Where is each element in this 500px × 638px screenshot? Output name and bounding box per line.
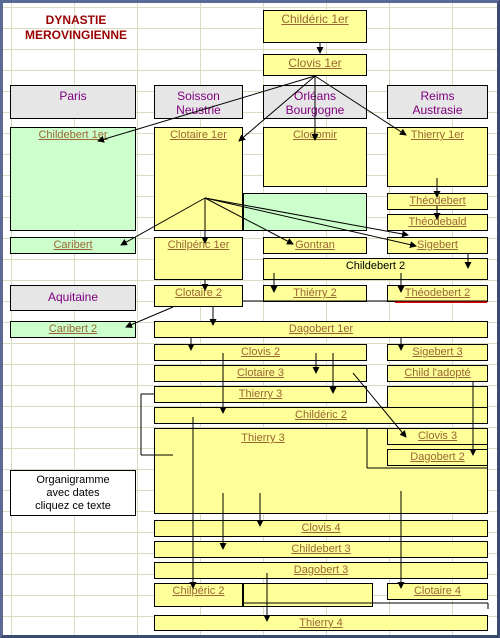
king-clotaire-2[interactable]: Clotaire 2	[154, 285, 243, 307]
organigramme-line-1: Organigramme	[36, 474, 110, 486]
king-sigebert[interactable]: Sigebert	[387, 237, 488, 254]
orleans-green-block	[243, 193, 367, 231]
king-clovis-4[interactable]: Clovis 4	[154, 520, 488, 537]
king-dagobert-2[interactable]: Dagobert 2	[387, 449, 488, 466]
king-thierry-1er[interactable]: Thierry 1er	[387, 127, 488, 187]
king-chilperic-2[interactable]: Chilpéric 2	[154, 583, 243, 607]
king-dagobert-1er[interactable]: Dagobert 1er	[154, 321, 488, 338]
region-aquitaine: Aquitaine	[10, 285, 136, 311]
king-childebert-2: Childebert 2	[263, 258, 488, 280]
king-sigebert-3[interactable]: Sigebert 3	[387, 344, 488, 361]
king-caribert-2[interactable]: Caribert 2	[10, 321, 136, 338]
region-paris: Paris	[10, 85, 136, 119]
diagram-title: DYNASTIE MEROVINGIENNE	[13, 13, 139, 43]
king-child-l-adopte[interactable]: Child l'adopté	[387, 365, 488, 382]
king-childeric-2[interactable]: Childéric 2	[154, 407, 488, 424]
king-clovis-1er[interactable]: Clovis 1er	[263, 54, 367, 76]
organigramme-line-2: avec dates	[46, 487, 100, 499]
region-soisson-line-1: Soisson	[177, 89, 220, 103]
king-dagobert-3[interactable]: Dagobert 3	[154, 562, 488, 579]
region-reims-line-1: Reims	[420, 89, 455, 103]
king-thierry-4[interactable]: Thierry 4	[154, 615, 488, 631]
king-chilperic-1er[interactable]: Chilpéric 1er	[154, 237, 243, 280]
king-clotaire-4[interactable]: Clotaire 4	[387, 583, 488, 600]
soisson-territory-block	[154, 127, 243, 231]
paris-territory-block	[10, 127, 136, 231]
king-childebert-1er[interactable]: Childebert 1er	[38, 129, 108, 141]
king-clovis-3[interactable]: Clovis 3	[387, 428, 488, 445]
title-line-2: MEROVINGIENNE	[24, 28, 127, 42]
king-caribert[interactable]: Caribert	[10, 237, 136, 254]
king-thierry-3-first[interactable]: Thierry 3	[154, 386, 367, 403]
region-reims-austrasie: Reims Austrasie	[387, 85, 488, 119]
organigramme-link-box[interactable]: Organigramme avec dates cliquez ce texte	[10, 470, 136, 516]
king-clotaire-1er[interactable]: Clotaire 1er	[170, 129, 227, 141]
organigramme-line-3: cliquez ce texte	[35, 500, 111, 512]
theodebert-2-red-underline	[395, 301, 487, 303]
king-childeric-1er[interactable]: Childéric 1er	[263, 10, 367, 43]
title-line-1: DYNASTIE	[45, 13, 107, 27]
king-clovis-2[interactable]: Clovis 2	[154, 344, 367, 361]
region-soisson-line-2: Neustrie	[176, 103, 221, 117]
connector-lines	[97, 43, 489, 622]
king-childebert-3[interactable]: Childebert 3	[154, 541, 488, 558]
region-reims-line-2: Austrasie	[412, 103, 463, 117]
king-thierry-3-second[interactable]: Thierry 3	[241, 432, 285, 444]
